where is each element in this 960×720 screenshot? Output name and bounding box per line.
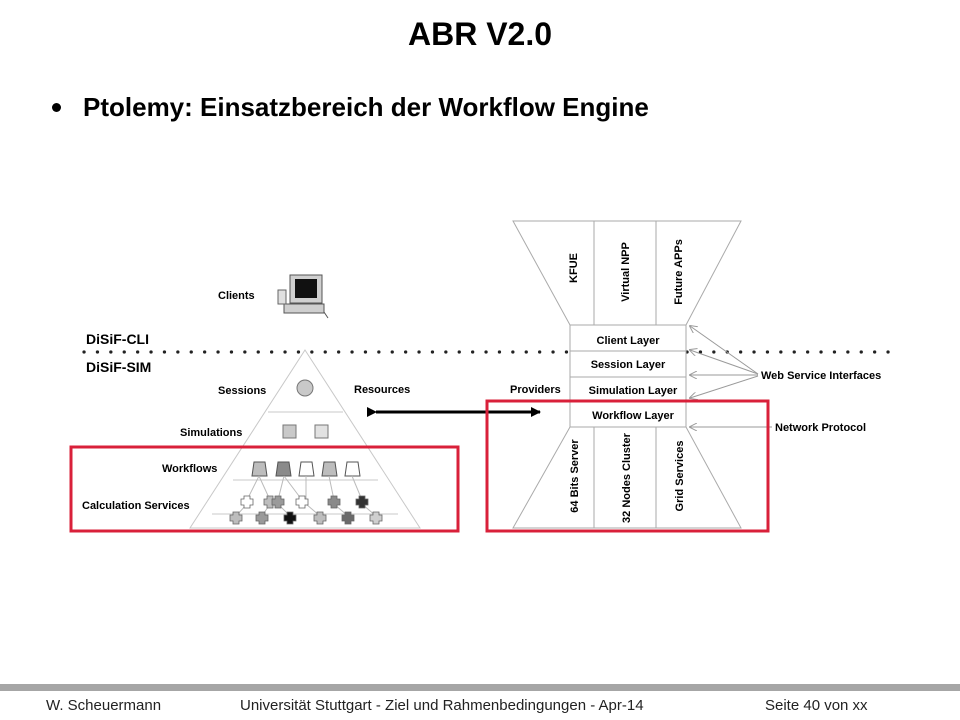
workflow-nodes bbox=[251, 461, 361, 477]
web-service-arrows bbox=[690, 326, 759, 398]
simulation-node-icon bbox=[314, 424, 329, 439]
label-disif-sim: DiSiF-SIM bbox=[86, 359, 151, 375]
layer-simulation: Simulation Layer bbox=[589, 385, 678, 397]
footer-divider bbox=[0, 684, 960, 691]
label-web-service-interfaces: Web Service Interfaces bbox=[761, 370, 881, 382]
label-sessions: Sessions bbox=[218, 385, 266, 397]
backend-64-bits-server: 64 Bits Server bbox=[569, 439, 581, 513]
label-simulations: Simulations bbox=[180, 427, 242, 439]
simulation-node-icon bbox=[282, 424, 297, 439]
label-workflows: Workflows bbox=[162, 463, 217, 475]
label-resources: Resources bbox=[354, 384, 410, 396]
bullet-text: Ptolemy: Einsatzbereich der Workflow Eng… bbox=[83, 92, 649, 122]
layer-client: Client Layer bbox=[597, 335, 661, 347]
layer-stack bbox=[569, 324, 687, 428]
funnel-label-future-apps: Future APPs bbox=[673, 239, 685, 305]
slide-title: ABR V2.0 bbox=[407, 16, 553, 52]
label-disif-cli: DiSiF-CLI bbox=[86, 331, 149, 347]
footer-author: W. Scheuermann bbox=[46, 697, 162, 714]
funnel-label-virtual-npp: Virtual NPP bbox=[620, 242, 632, 302]
label-clients: Clients bbox=[218, 290, 255, 302]
computer-icon bbox=[277, 274, 329, 319]
footer-center: Universität Stuttgart - Ziel und Rahmenb… bbox=[240, 697, 644, 714]
label-providers: Providers bbox=[510, 384, 561, 396]
funnel-label-kfue: KFUE bbox=[568, 253, 580, 283]
layer-session: Session Layer bbox=[591, 359, 666, 371]
highlight-box-left bbox=[69, 445, 460, 533]
bullet-point-icon bbox=[52, 103, 61, 112]
calculation-service-nodes bbox=[229, 495, 383, 525]
backend-funnel bbox=[512, 426, 742, 529]
backend-32-nodes-cluster: 32 Nodes Cluster bbox=[621, 432, 633, 523]
backend-grid-services: Grid Services bbox=[674, 441, 686, 512]
layer-workflow: Workflow Layer bbox=[592, 410, 674, 422]
bullet-item: Ptolemy: Einsatzbereich der Workflow Eng… bbox=[52, 92, 649, 123]
highlight-box-right bbox=[485, 399, 770, 533]
label-calculation-services: Calculation Services bbox=[82, 500, 190, 512]
session-node-icon bbox=[296, 379, 314, 397]
label-network-protocol: Network Protocol bbox=[775, 422, 866, 434]
footer-page: Seite 40 von xx bbox=[765, 697, 868, 714]
